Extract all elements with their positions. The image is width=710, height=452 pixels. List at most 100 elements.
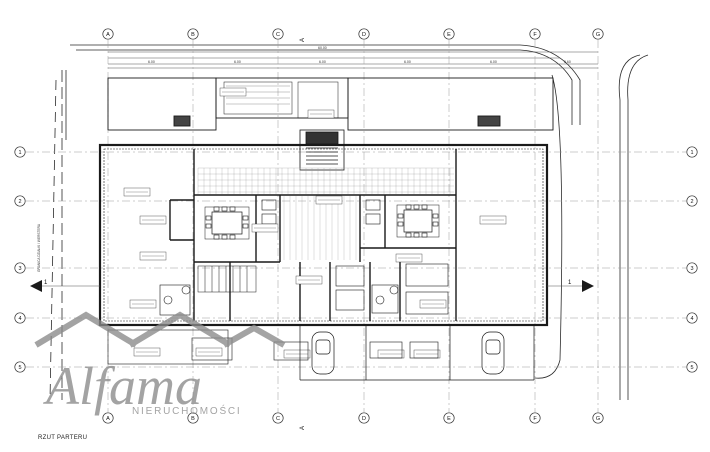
watermark-logo: Alfama NIERUCHOMOŚCI bbox=[34, 311, 286, 417]
section-marker-left-label: 1 bbox=[44, 280, 48, 286]
axis-bottom-F-label: F bbox=[533, 416, 537, 422]
chair bbox=[421, 204, 428, 210]
svg-text:6.00: 6.00 bbox=[234, 60, 241, 64]
entrance-stair bbox=[299, 129, 345, 171]
chairs bbox=[205, 204, 439, 240]
chair bbox=[432, 221, 439, 227]
chair bbox=[213, 234, 220, 240]
axis-bottom-G-label: G bbox=[596, 416, 600, 422]
chair bbox=[205, 215, 212, 221]
axis-top-G-circle bbox=[592, 28, 604, 40]
axis-left-5-label: 5 bbox=[18, 365, 21, 371]
section-marker-right bbox=[547, 280, 594, 292]
axis-top-B-label: B bbox=[191, 32, 195, 38]
chair bbox=[221, 206, 228, 212]
axis-bottom-A-circle bbox=[102, 412, 114, 424]
axis-top-D-circle bbox=[358, 28, 370, 40]
chair bbox=[213, 206, 220, 212]
chair bbox=[405, 204, 412, 210]
axis-left-2-circle bbox=[14, 195, 26, 207]
site-outline bbox=[49, 44, 649, 401]
chair bbox=[229, 206, 236, 212]
svg-text:5.60: 5.60 bbox=[564, 60, 571, 64]
axis-bottom-E-label: E bbox=[447, 416, 451, 422]
svg-text:6.00: 6.00 bbox=[404, 60, 411, 64]
axis-right-3-circle bbox=[686, 262, 698, 274]
svg-text:6.00: 6.00 bbox=[490, 60, 497, 64]
house-roof-icon bbox=[34, 311, 286, 348]
axis-bottom-G-circle bbox=[592, 412, 604, 424]
axis-bottom-B-circle bbox=[187, 412, 199, 424]
watermark-subtitle: NIERUCHOMOŚCI bbox=[132, 404, 242, 417]
axis-bottom-D-circle bbox=[358, 412, 370, 424]
tiled-corridor bbox=[197, 167, 454, 260]
svg-text:6.00: 6.00 bbox=[148, 60, 155, 64]
room-labels bbox=[123, 87, 507, 359]
axis-right-2-circle bbox=[686, 195, 698, 207]
sanitary-fixtures bbox=[159, 199, 449, 316]
section-marker-top: A bbox=[300, 38, 306, 42]
interior-stair bbox=[197, 265, 257, 293]
axis-top-B-circle bbox=[187, 28, 199, 40]
top-dimension-lines bbox=[108, 51, 598, 69]
section-marker-bottom: A bbox=[300, 426, 306, 430]
axis-right-1-label: 1 bbox=[690, 150, 693, 156]
axis-top-A-label: A bbox=[106, 32, 110, 38]
watermark-brand: Alfama bbox=[43, 356, 202, 416]
axis-right-5-label: 5 bbox=[690, 365, 693, 371]
meeting-room-left bbox=[204, 206, 250, 240]
axis-top-F-circle bbox=[529, 28, 541, 40]
chair bbox=[405, 232, 412, 238]
rear-block bbox=[107, 77, 554, 131]
section-marker-right-label: 1 bbox=[568, 280, 572, 286]
overall-dimension: 60.00 bbox=[318, 46, 327, 50]
axis-left-3-circle bbox=[14, 262, 26, 274]
axis-left-1-circle bbox=[14, 146, 26, 158]
chair bbox=[421, 232, 428, 238]
axis-top-D-label: D bbox=[362, 32, 366, 38]
axis-top-G-label: G bbox=[596, 32, 600, 38]
chair bbox=[413, 204, 420, 210]
axis-top-F-label: F bbox=[533, 32, 537, 38]
axis-left-3-label: 3 bbox=[18, 266, 21, 272]
street-label: GRANICA DZIAŁKI / WERSTERA bbox=[37, 223, 41, 272]
axis-right-1-circle bbox=[686, 146, 698, 158]
chair bbox=[397, 213, 404, 219]
chair bbox=[242, 215, 249, 221]
axis-top-E-label: E bbox=[447, 32, 451, 38]
axis-bottom-C-circle bbox=[272, 412, 284, 424]
parking-area bbox=[299, 325, 535, 381]
svg-text:6.00: 6.00 bbox=[319, 60, 326, 64]
lower-annex bbox=[107, 329, 439, 365]
meeting-room-right bbox=[396, 204, 440, 238]
chair bbox=[397, 221, 404, 227]
axis-top-E-circle bbox=[443, 28, 455, 40]
axis-bottom-B-label: B bbox=[191, 416, 195, 422]
chair bbox=[413, 232, 420, 238]
axis-left-5-circle bbox=[14, 361, 26, 373]
main-building bbox=[98, 143, 549, 327]
drawing-caption: RZUT PARTERU bbox=[38, 435, 88, 441]
axis-top-C-circle bbox=[272, 28, 284, 40]
axis-bottom-E-circle bbox=[443, 412, 455, 424]
section-marker-left bbox=[30, 280, 100, 292]
axis-bottom-F-circle bbox=[529, 412, 541, 424]
chair bbox=[205, 223, 212, 229]
axis-right-3-label: 3 bbox=[690, 266, 693, 272]
chair bbox=[221, 234, 228, 240]
axis-right-4-label: 4 bbox=[690, 316, 693, 322]
axis-right-4-circle bbox=[686, 312, 698, 324]
interior-walls bbox=[169, 149, 457, 321]
chair bbox=[242, 223, 249, 229]
axis-left-4-label: 4 bbox=[18, 316, 21, 322]
axis-right-5-circle bbox=[686, 361, 698, 373]
axis-bottom-C-label: C bbox=[276, 416, 280, 422]
axis-left-2-label: 2 bbox=[18, 199, 21, 205]
axis-right-2-label: 2 bbox=[690, 199, 693, 205]
axis-top-A-circle bbox=[102, 28, 114, 40]
axis-top-C-label: C bbox=[276, 32, 280, 38]
axis-left-1-label: 1 bbox=[18, 150, 21, 156]
chair bbox=[229, 234, 236, 240]
